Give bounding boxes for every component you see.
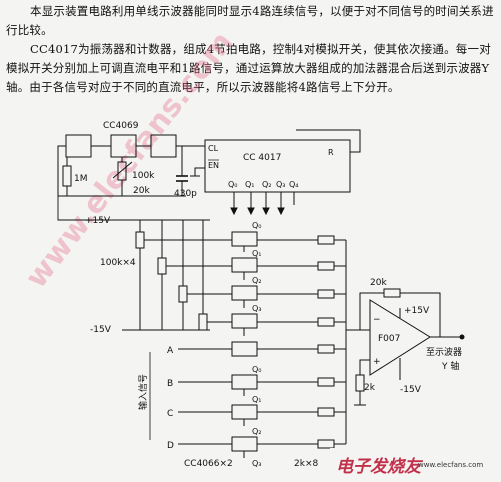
op-pos-label: +15V <box>404 306 430 316</box>
resistor-1m <box>62 165 72 187</box>
watermark-url: www.elecfans.com <box>418 461 483 469</box>
sw-q-5: Q₀ <box>252 365 262 374</box>
r2k-label: 2k <box>364 383 376 393</box>
switch-ic-label: CC4066×2 <box>184 459 233 469</box>
switch-2 <box>231 257 258 273</box>
scope-out-label: 至示波器 <box>426 346 462 358</box>
input-a: A <box>167 346 174 356</box>
r1m-label: 1M <box>74 174 88 184</box>
cc4017-box <box>204 139 351 193</box>
summing-amplifier: F007 − + 20k +15V -15V 2k 至示波器 Y 轴 <box>346 278 465 406</box>
svg-text:+: + <box>373 357 381 367</box>
sw-q-1: Q₀ <box>252 221 262 230</box>
watermark-logo: 电子发烧友 <box>336 457 424 477</box>
switch-6 <box>231 374 258 390</box>
sw-q-7: Q₂ <box>252 427 262 436</box>
description-paragraph: CC4017为振荡器和计数器，组成4节拍电路，控制4对模拟开关，使其依次接通。每… <box>6 42 491 94</box>
scope-y-label: Y 轴 <box>441 360 459 372</box>
c430p-label: 430p <box>174 189 197 199</box>
switch-4 <box>231 313 258 329</box>
pin-q4: Q₄ <box>289 180 299 189</box>
pin-r: R <box>328 148 334 157</box>
switch-1 <box>231 231 258 247</box>
r20k-label: 20k <box>133 186 150 196</box>
r100k-label: 100k <box>132 171 155 181</box>
op-amp-label: F007 <box>378 334 400 344</box>
sw-q-8: Q₃ <box>252 459 262 468</box>
switch-7 <box>231 404 258 420</box>
res-array-label: 2k×8 <box>294 459 318 469</box>
pin-q3: Q₃ <box>276 180 286 189</box>
pin-q1: Q₁ <box>245 180 255 189</box>
input-signals: 输入信号 A B C D <box>137 346 232 451</box>
inverter-1 <box>65 134 92 158</box>
minus15-label: -15V <box>90 325 112 335</box>
osc-ic-label: CC4069 <box>103 121 139 131</box>
pin-q2: Q₂ <box>262 180 272 189</box>
sw-q-6: Q₁ <box>252 395 262 404</box>
sw-q-3: Q₂ <box>252 276 262 285</box>
pin-cl: CL <box>208 144 219 153</box>
pin-q0: Q₀ <box>228 180 238 189</box>
svg-text:−: − <box>373 315 381 325</box>
input-b: B <box>167 379 173 389</box>
fb-res-label: 20k <box>370 278 387 288</box>
watermark-diagonal: www.elecfans.com <box>19 25 240 295</box>
sw-q-2: Q₁ <box>252 249 262 258</box>
op-neg-label: -15V <box>400 385 422 395</box>
input-d: D <box>167 441 174 451</box>
cc4017-label: CC 4017 <box>243 153 281 163</box>
op-amp-f007 <box>369 299 431 376</box>
input-c: C <box>167 409 173 419</box>
switch-5 <box>231 341 258 357</box>
pot-array-label: 100k×4 <box>100 258 136 268</box>
switch-3 <box>231 285 258 301</box>
analog-switches: Q₀ Q₁ Q₂ Q₃ Q₀ Q₁ Q₂ Q₃ CC4066×2 <box>184 221 318 469</box>
pot-array: +15V -15V 100k×4 <box>85 216 232 335</box>
sw-q-4: Q₃ <box>252 304 262 313</box>
pin-en: EN <box>208 161 219 170</box>
switch-8 <box>231 436 258 452</box>
counter-ic: CC 4017 CL EN R Q₀ Q₁ Q₂ Q₃ Q₄ <box>190 129 361 216</box>
resistor-array: 2k×8 <box>294 235 347 469</box>
plus15-label: +15V <box>85 216 111 226</box>
input-group-label: 输入信号 <box>137 374 149 410</box>
intro-paragraph: 本显示装置电路利用单线示波器能同时显示4路连续信号，以便于对不同信号的时间关系进… <box>6 4 494 37</box>
